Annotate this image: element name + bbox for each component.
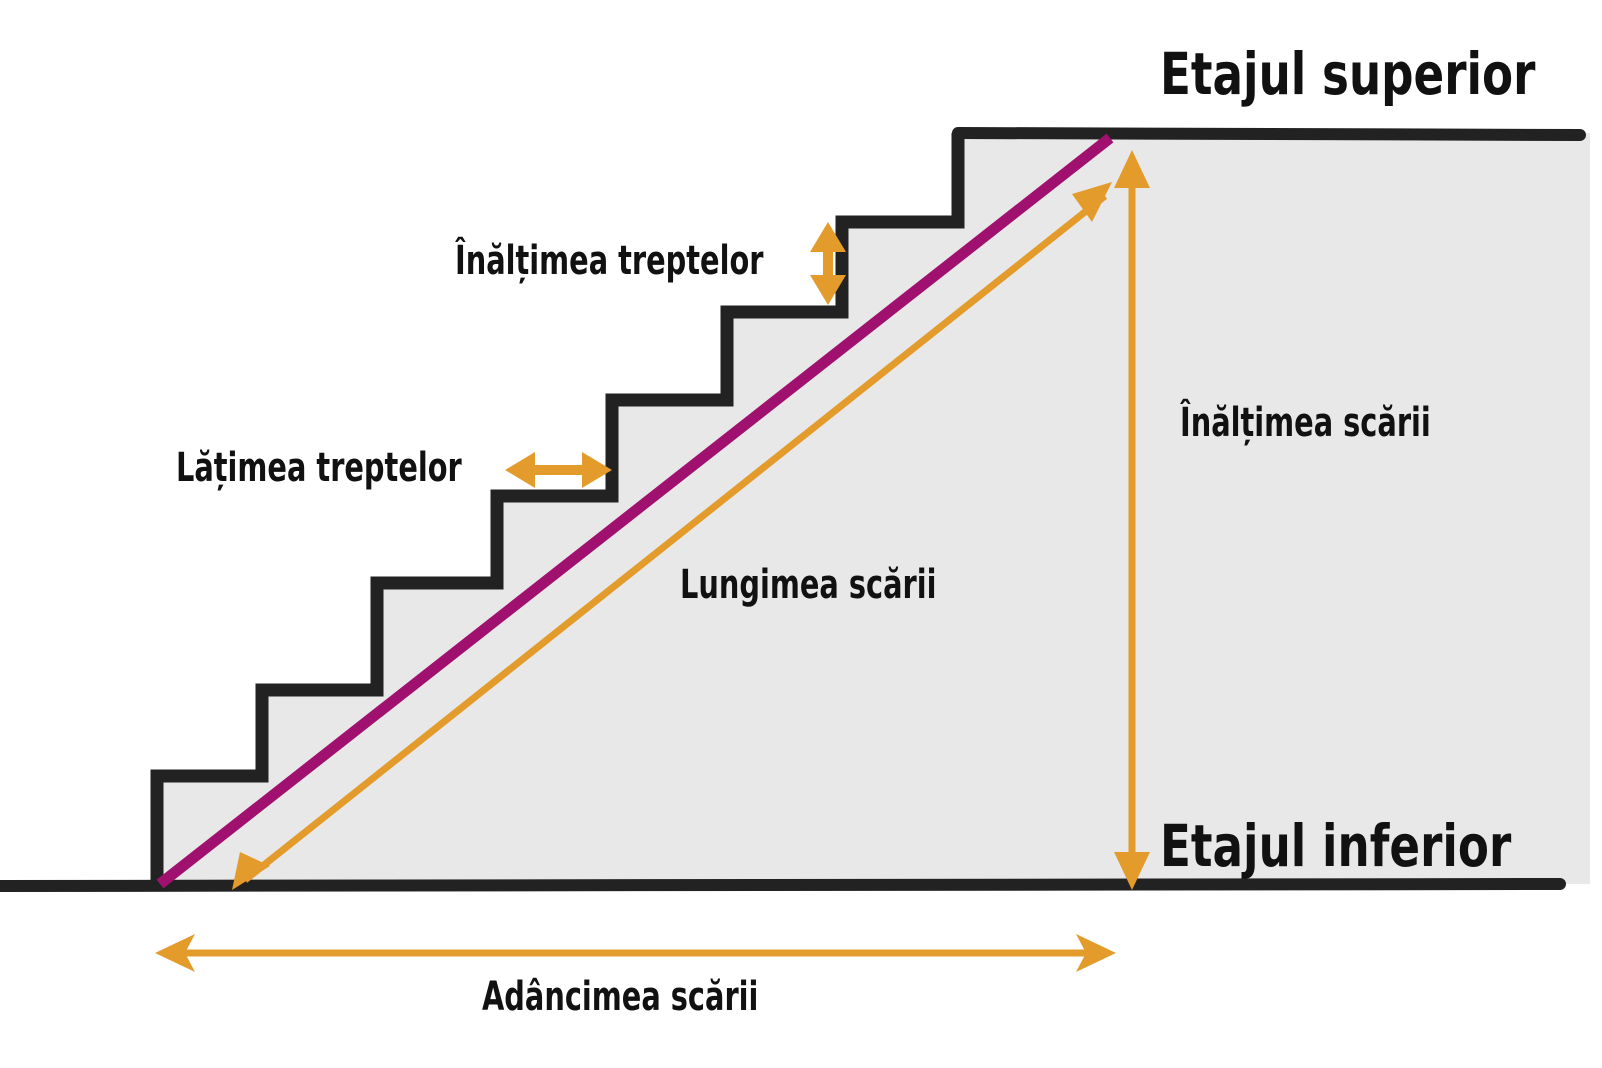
- steps-outline: [150, 133, 965, 884]
- stair-height-label: Înălțimea scării: [1180, 400, 1431, 446]
- stair-depth-label: Adâncimea scării: [482, 974, 759, 1020]
- stringer-line: [156, 133, 1114, 889]
- step-height-arrow: [810, 222, 846, 305]
- stair-length-arrow: [232, 182, 1112, 890]
- lower-floor-label: Etajul inferior: [1160, 812, 1512, 880]
- stair-length-label: Lungimea scării: [680, 562, 937, 608]
- stair-depth-arrow: [155, 934, 1116, 972]
- stair-fill: [157, 133, 1590, 884]
- stair-height-arrow: [1114, 150, 1150, 890]
- step-height-label: Înălțimea treptelor: [455, 238, 764, 284]
- upper-floor-line: [952, 127, 1586, 141]
- step-width-label: Lățimea treptelor: [176, 445, 462, 491]
- upper-floor-label: Etajul superior: [1160, 40, 1536, 108]
- step-width-arrow: [505, 452, 612, 488]
- lower-floor-line: [0, 878, 1566, 892]
